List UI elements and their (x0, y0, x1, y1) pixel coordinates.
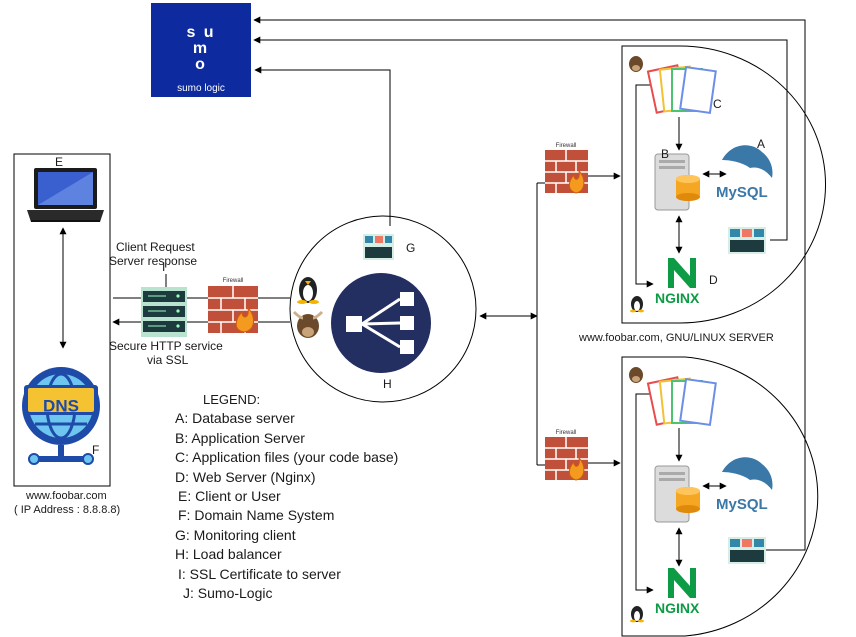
monitoring-client-icon-server1 (728, 227, 766, 254)
client-ip-text: ( IP Address : 8.8.8.8) (14, 504, 121, 516)
laptop-icon (27, 168, 104, 222)
monitoring-client-icon-server2 (728, 537, 766, 564)
nginx-logo-icon-server1: NGINX (655, 258, 700, 306)
legend-item-c: C: Application files (your code base) (175, 449, 399, 466)
firewall-badge-top: Firewall (556, 143, 577, 149)
linux-penguin-icon-server1 (630, 296, 644, 313)
monitoring-client-icon-lb (363, 234, 394, 260)
app-files-icon-server1 (646, 64, 717, 115)
via-ssl-text: via SSL (147, 353, 189, 367)
ssl-server-rack-icon (141, 287, 187, 337)
sumo-logic-logo: s u m o sumo logic (151, 3, 251, 97)
app-files-icon-server2 (646, 376, 717, 427)
client-request-text: Client Request (116, 240, 195, 254)
label-h: H (383, 377, 392, 391)
label-a: A (757, 137, 766, 151)
legend-item-f: F: Domain Name System (178, 507, 335, 524)
secure-http-text: Secure HTTP service (109, 339, 223, 353)
label-e: E (55, 155, 64, 169)
svg-text:MySQL: MySQL (716, 496, 768, 513)
svg-text:NGINX: NGINX (655, 290, 700, 306)
files-to-nginx-2 (635, 393, 654, 594)
load-balancer-icon (331, 273, 431, 373)
client-box (13, 153, 111, 487)
legend-item-d: D: Web Server (Nginx) (175, 468, 316, 485)
legend-item-h: H: Load balancer (175, 546, 282, 563)
gnu-head-icon-server1 (629, 56, 643, 72)
label-b: B (661, 147, 670, 161)
dns-label: DNS (43, 396, 79, 415)
legend: LEGEND: A: Database server B: Applicatio… (175, 390, 398, 603)
sumo-logo-top: s u (186, 24, 216, 41)
linux-penguin-icon-server2 (630, 606, 644, 623)
sumo-logo-bottom: m o (192, 40, 210, 73)
legend-item-e: E: Client or User (178, 488, 281, 505)
server1-to-sumo-arrow (253, 36, 788, 241)
legend-item-b: B: Application Server (175, 429, 305, 446)
linux-penguin-icon-lb (297, 277, 319, 304)
label-f: F (92, 443, 100, 457)
files-to-nginx-1 (635, 84, 654, 288)
server-caption-text: www.foobar.com, GNU/LINUX SERVER (579, 332, 774, 344)
label-c: C (713, 97, 722, 111)
gnu-head-icon-lb (292, 310, 324, 338)
app-server-icon-server2 (654, 465, 700, 523)
label-d: D (709, 273, 718, 287)
firewall-badge-left: Firewall (223, 278, 244, 284)
server2-to-sumo-arrow (253, 16, 806, 551)
firewall-badge-bottom: Firewall (556, 430, 577, 436)
nginx-logo-icon-server2: NGINX (655, 568, 700, 616)
client-site-text: www.foobar.com (26, 490, 107, 502)
legend-item-i: I: SSL Certificate to server (178, 565, 341, 582)
dns-globe-icon (22, 367, 100, 465)
firewall-icon-left (208, 286, 258, 333)
legend-item-a: A: Database server (175, 410, 295, 427)
mysql-logo-icon-server2: MySQL (716, 457, 773, 513)
server-response-text: Server response (109, 254, 198, 268)
server-shape-top (621, 45, 827, 324)
label-i: I (162, 260, 166, 274)
load-balancer-circle (289, 215, 477, 403)
legend-item-j: J: Sumo-Logic (183, 585, 273, 602)
lb-to-sumo-arrow (254, 66, 391, 226)
gnu-head-icon-server2 (629, 367, 643, 383)
firewall-icon-top (545, 150, 588, 194)
server-shape-bottom (621, 356, 819, 637)
mysql-logo-icon-server1: MySQL (716, 145, 773, 201)
legend-title: LEGEND: (203, 392, 261, 407)
svg-text:NGINX: NGINX (655, 600, 700, 616)
svg-text:MySQL: MySQL (716, 184, 768, 201)
label-g: G (406, 241, 416, 255)
app-server-icon-server1 (654, 153, 700, 211)
sumo-logo-name: sumo logic (177, 83, 225, 94)
legend-item-g: G: Monitoring client (175, 526, 296, 543)
firewall-icon-bottom (545, 437, 588, 481)
